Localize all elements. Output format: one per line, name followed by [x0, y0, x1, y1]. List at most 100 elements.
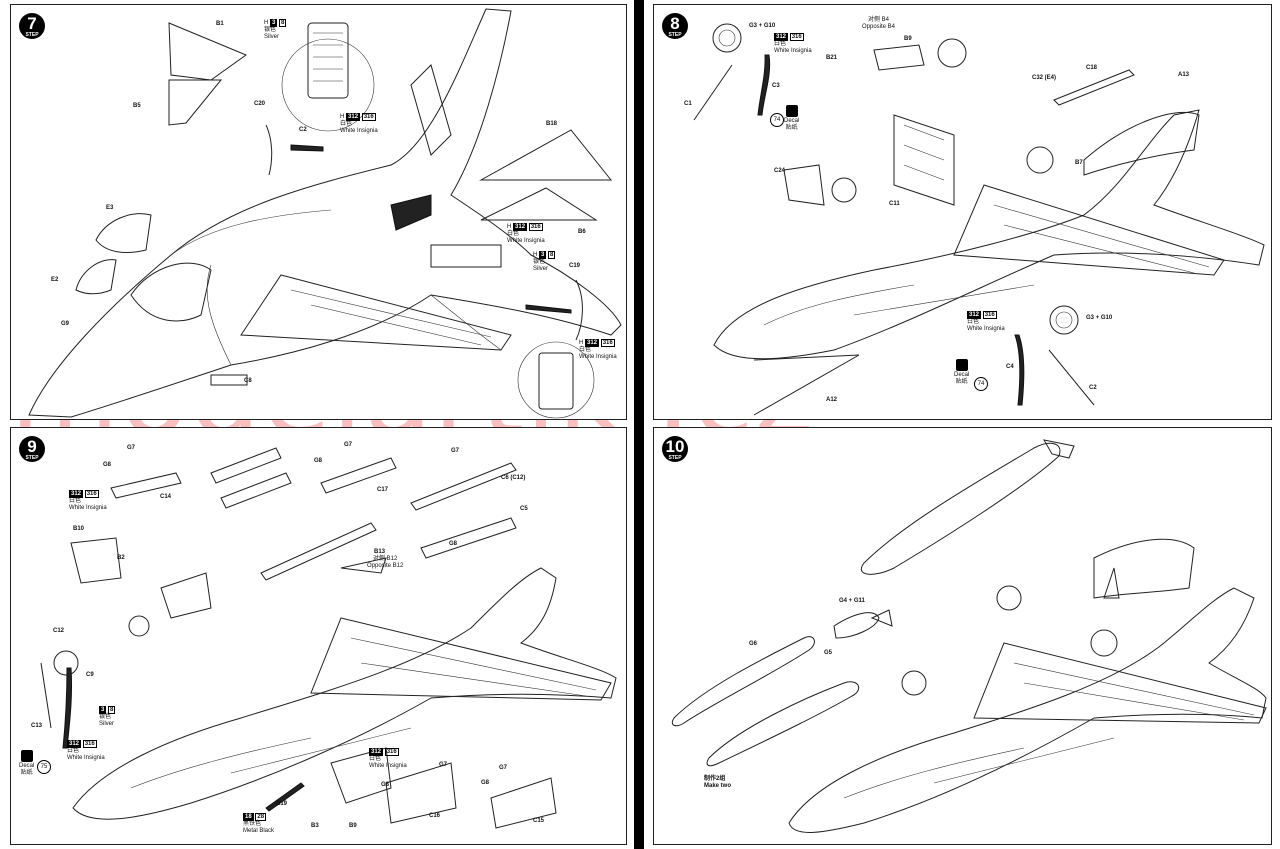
- part-g8-d: G8: [381, 782, 390, 788]
- part-c14: C14: [160, 494, 172, 500]
- make-two-en: Make two: [704, 783, 732, 789]
- decal-cn: 贴纸: [785, 125, 798, 131]
- part-g5: G5: [824, 650, 833, 656]
- paint-name-en: Silver: [264, 34, 280, 40]
- paint-note-silver-1: H 3 8 银色 Silver: [264, 19, 287, 41]
- part-c2: C2: [1089, 385, 1097, 391]
- paint-code: 316: [528, 223, 543, 231]
- paint-name-en: White Insignia: [967, 326, 1005, 332]
- paint-name-cn: 白色: [507, 231, 520, 237]
- paint-code: 316: [789, 33, 804, 41]
- paint-note-silver-2: H 3 8 银色 Silver: [533, 251, 556, 273]
- step-9-illustration: [40, 447, 617, 829]
- part-g8-c: G8: [449, 541, 458, 547]
- paint-code: 312: [69, 490, 84, 498]
- paint-code: 8: [108, 706, 116, 714]
- paint-name-cn: 白色: [774, 41, 787, 47]
- decal-note-9: Decal 贴纸: [19, 750, 34, 777]
- decal-icon: [785, 105, 798, 117]
- paint-note-white-2: H 312 316 白色 White Insignia: [507, 223, 545, 245]
- paint-code: 316: [982, 311, 997, 319]
- center-divider: [634, 0, 644, 849]
- step-10-number: 10: [665, 437, 685, 456]
- decal-en: Decal: [784, 118, 800, 124]
- part-g8: G8: [103, 462, 112, 468]
- paint-name-cn: 白色: [579, 347, 592, 353]
- part-g7-d: G7: [439, 762, 448, 768]
- step-7-panel: 7 STEP B1 B5 C20 C2 E3: [10, 4, 627, 420]
- decal-number-74b: 74: [974, 377, 988, 391]
- make-two-note: 制作2组 Make two: [704, 776, 731, 790]
- paint-note-black-9: 18 28 黑铁色 Metal Black: [243, 813, 274, 835]
- decal-en: Decal: [954, 372, 970, 378]
- paint-code: 312: [67, 740, 82, 748]
- paint-name-en: Metal Black: [243, 828, 275, 834]
- paint-name-en: White Insignia: [340, 128, 378, 134]
- paint-name-cn: 银色: [533, 259, 546, 265]
- paint-name-cn: 黑铁色: [243, 821, 262, 827]
- step-9-panel: 9 STEP G7 G8 C14 B10 B2 G7 G8 C17 G7 C6 …: [10, 427, 627, 845]
- decal-icon: [955, 359, 968, 371]
- part-b2: B2: [117, 555, 125, 561]
- step-9-badge: 9 STEP: [19, 436, 45, 462]
- opposite-en: Opposite B12: [367, 563, 404, 569]
- paint-name-cn: 银色: [264, 27, 277, 33]
- part-b3: B3: [311, 823, 319, 829]
- part-b19: B19: [276, 801, 288, 807]
- paint-name-cn: 白色: [369, 756, 382, 762]
- paint-code: 316: [384, 748, 399, 756]
- make-two-cn: 制作2组: [704, 776, 726, 782]
- step-8-word: STEP: [668, 32, 682, 38]
- opposite-b12-note: 对侧 B12 Opposite B12: [367, 556, 403, 570]
- paint-note-white-8b: 312 316 白色 White Insignia: [967, 311, 1005, 333]
- paint-note-white-9c: 312 316 白色 White Insignia: [369, 748, 407, 770]
- decal-cn: 贴纸: [955, 379, 968, 385]
- part-a13: A13: [1178, 72, 1190, 78]
- part-g7-c: G7: [451, 448, 460, 454]
- step-8-panel: 8 STEP G3 + G10 B9 B21 C3 C1 C24 C11 C32…: [653, 4, 1272, 420]
- paint-code: 312: [369, 748, 384, 756]
- step-10-illustration: [671, 439, 1267, 833]
- step-7-word: STEP: [25, 32, 39, 38]
- part-c11: C11: [889, 201, 900, 207]
- part-c6-c12: C6 (C12): [501, 475, 526, 481]
- paint-note-silver-9: 3 8 银色 Silver: [99, 706, 116, 728]
- part-g7-b: G7: [344, 442, 353, 448]
- paint-note-white-9b: 312 316 白色 White Insignia: [67, 740, 105, 762]
- opposite-en: Opposite B4: [862, 24, 896, 30]
- part-c20: C20: [254, 101, 266, 107]
- decal-number-74a: 74: [770, 113, 784, 127]
- part-c15: C15: [533, 818, 545, 824]
- part-g9: G9: [61, 321, 70, 327]
- opposite-cn: 对侧 B4: [868, 17, 890, 23]
- decal-cn: 贴纸: [20, 770, 33, 776]
- part-b5: B5: [133, 103, 141, 109]
- decal-en: Decal: [19, 763, 35, 769]
- part-c16: C16: [429, 813, 441, 819]
- paint-letter: H: [579, 340, 584, 346]
- part-b1: B1: [216, 21, 224, 27]
- part-b21: B21: [826, 55, 838, 61]
- part-c13: C13: [31, 723, 43, 729]
- part-c12: C12: [53, 628, 65, 634]
- step-10-badge: 10 STEP: [662, 436, 688, 462]
- paint-code: 8: [279, 19, 287, 27]
- paint-letter: H: [507, 224, 512, 230]
- paint-note-white-8a: 312 316 白色 White Insignia: [774, 33, 812, 55]
- part-c19: C19: [569, 263, 581, 269]
- part-g4-g11: G4 + G11: [839, 598, 865, 604]
- step-8-number: 8: [670, 14, 680, 33]
- part-g7-e: G7: [499, 765, 508, 771]
- step-9-number: 9: [27, 437, 37, 456]
- part-g8-b: G8: [314, 458, 323, 464]
- paint-code: 3: [99, 706, 107, 714]
- part-c5: C5: [520, 506, 528, 512]
- step-8-illustration: [693, 23, 1265, 416]
- paint-letter: H: [340, 114, 345, 120]
- paint-code: 28: [255, 813, 267, 821]
- paint-code: 312: [585, 339, 600, 347]
- part-b6: B6: [578, 229, 586, 235]
- part-g3-g10-b: G3 + G10: [1086, 315, 1113, 321]
- paint-code: 312: [346, 113, 361, 121]
- part-b18: B18: [546, 121, 558, 127]
